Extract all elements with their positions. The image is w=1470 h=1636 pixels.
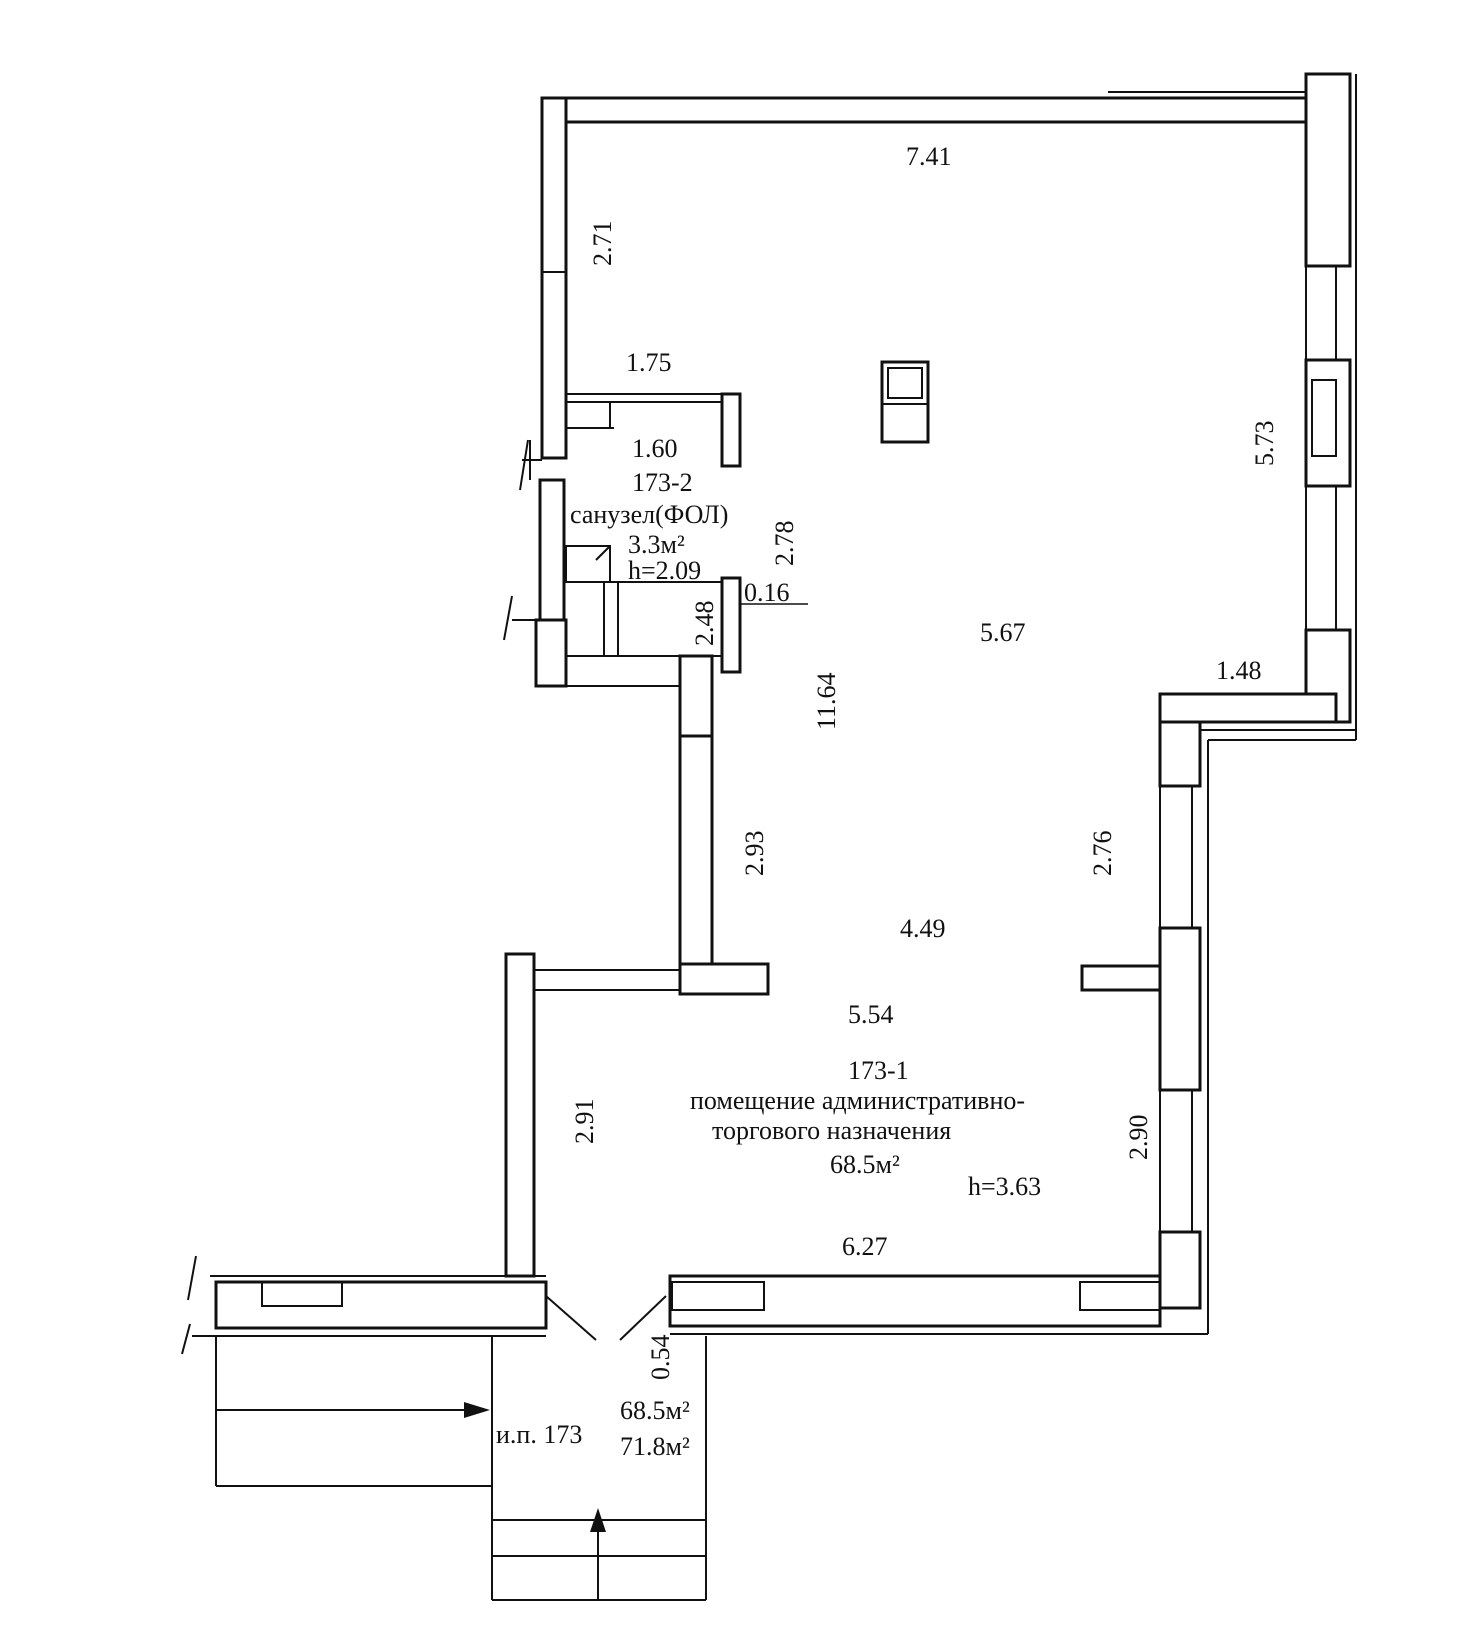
bottom-walls [181, 1255, 1209, 1355]
lower-left-wall [504, 952, 536, 1278]
dimension-left-top-height: 2.71 [588, 220, 617, 267]
summary-area-1: 68.5м² [620, 1396, 690, 1425]
right-wall-lower [1080, 720, 1202, 1310]
dimension-corridor-height: 2.93 [740, 830, 769, 877]
entrance-vestibule [215, 1336, 707, 1601]
bathroom-height: h=2.09 [628, 556, 702, 585]
bathroom-walls [565, 392, 808, 674]
right-wall-upper [1304, 72, 1357, 740]
corridor-wall [509, 654, 770, 996]
dimension-main-full-height: 11.64 [812, 672, 841, 730]
main-room-id: 173-1 [848, 1056, 909, 1085]
dimension-bath-top-width: 1.75 [626, 348, 672, 377]
dimension-lower-top-width: 5.54 [848, 1000, 894, 1029]
bathroom-area: 3.3м² [628, 530, 685, 559]
main-room-area: 68.5м² [830, 1150, 900, 1179]
dimension-bottom-width: 6.27 [842, 1232, 888, 1261]
entry-door-swing [545, 1295, 667, 1341]
dimension-top-width: 7.41 [906, 142, 952, 171]
premises-number: и.п. 173 [496, 1420, 583, 1449]
top-wall [540, 91, 1312, 124]
main-room-name-line1: помещение административно- [690, 1086, 1026, 1115]
bathroom-name: санузел(ФОЛ) [570, 500, 729, 529]
dimension-main-mid-width: 5.67 [980, 618, 1026, 647]
dimension-wall-thickness: 0.16 [744, 578, 790, 607]
main-room-height: h=3.63 [968, 1172, 1042, 1201]
summary-area-2: 71.8м² [620, 1432, 690, 1461]
dimension-mid-width: 4.49 [900, 914, 946, 943]
ventilation-shaft [880, 360, 930, 444]
dimension-right-mid-height: 2.76 [1088, 830, 1117, 877]
dimension-lower-left-height: 2.91 [570, 1098, 599, 1145]
dimension-right-step: 1.48 [1216, 656, 1262, 685]
dimension-entry-depth: 0.54 [646, 1334, 675, 1381]
dimension-right-upper-height: 5.73 [1250, 420, 1279, 467]
left-wall-bathroom [503, 478, 712, 688]
dimension-bath-height: 2.78 [770, 520, 799, 567]
dimension-bath-lower: 2.48 [690, 600, 719, 647]
dimension-bath-inner-width: 1.60 [632, 434, 678, 463]
dimension-lower-right-height: 2.90 [1124, 1114, 1153, 1161]
bathroom-id: 173-2 [632, 468, 693, 497]
left-wall-upper [519, 96, 568, 491]
main-room-name-line2: торгового назначения [712, 1116, 952, 1145]
